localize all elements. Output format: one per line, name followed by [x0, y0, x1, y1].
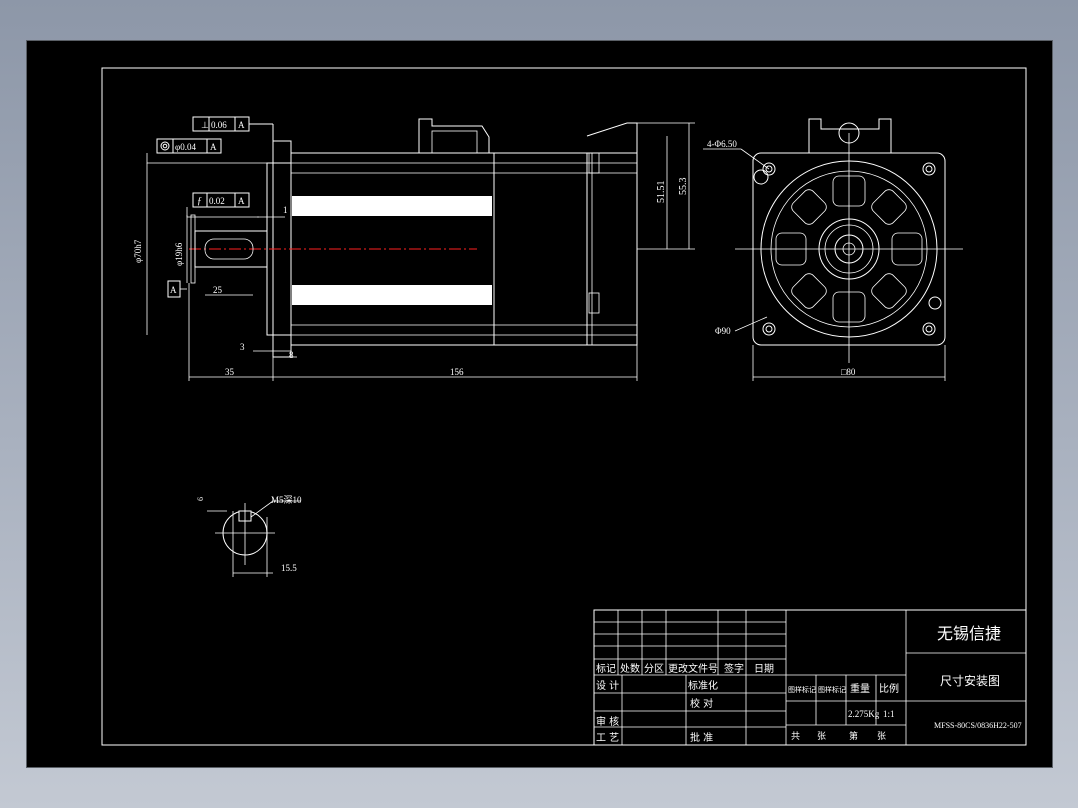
svg-text:签字: 签字: [724, 662, 744, 675]
drawing-sheet: ⊥ 0.06 A φ0.04 A ƒ 0.02 A φ70h7: [101, 67, 1027, 746]
svg-text:1: 1: [283, 205, 288, 215]
svg-text:第: 第: [849, 730, 858, 742]
svg-text:□80: □80: [841, 367, 856, 377]
svg-text:25: 25: [213, 285, 223, 295]
svg-text:φ70h7: φ70h7: [133, 239, 143, 263]
svg-text:15.5: 15.5: [281, 563, 297, 573]
perpendicularity-frame: ⊥ 0.06 A: [192, 116, 274, 141]
svg-text:3: 3: [240, 342, 245, 352]
svg-text:4-Φ6.50: 4-Φ6.50: [707, 139, 737, 149]
svg-text:156: 156: [450, 367, 464, 377]
drawing-title: 尺寸安装图: [940, 673, 1000, 688]
part-number: MFSS-80CS/0836H22-507: [934, 721, 1022, 730]
svg-text:标记: 标记: [596, 663, 616, 675]
svg-text:重量: 重量: [850, 682, 870, 695]
svg-text:φ0.04: φ0.04: [175, 142, 196, 152]
svg-text:0.02: 0.02: [209, 196, 225, 206]
svg-text:ƒ: ƒ: [197, 196, 202, 207]
concentricity-frame: φ0.04 A: [146, 138, 267, 164]
svg-text:M5深10: M5深10: [271, 495, 302, 505]
svg-text:比例: 比例: [879, 682, 899, 695]
svg-text:批 准: 批 准: [690, 731, 713, 744]
front-view: 4-Φ6.50 Φ90 □80: [703, 118, 963, 381]
company-name: 无锡信捷: [937, 624, 1001, 643]
svg-text:分区: 分区: [644, 663, 664, 675]
svg-text:⊥: ⊥: [201, 120, 209, 130]
svg-text:51.51: 51.51: [656, 181, 667, 204]
svg-text:A: A: [238, 120, 245, 130]
drawing-border: [101, 67, 1027, 746]
svg-text:A: A: [238, 196, 245, 206]
svg-text:张: 张: [877, 731, 886, 742]
side-view: ⊥ 0.06 A φ0.04 A ƒ 0.02 A φ70h7: [133, 116, 695, 381]
svg-text:设 计: 设 计: [596, 679, 619, 692]
svg-text:更改文件号: 更改文件号: [668, 662, 718, 675]
svg-text:日期: 日期: [754, 663, 774, 675]
svg-text:6: 6: [196, 497, 205, 501]
svg-text:校 对: 校 对: [690, 697, 713, 710]
svg-text:图样标记: 图样标记: [788, 685, 816, 694]
svg-text:8: 8: [289, 350, 294, 360]
svg-text:审 核: 审 核: [596, 715, 619, 728]
shaft-section-view: 15.5 M5深10 6: [196, 495, 302, 577]
svg-text:张: 张: [817, 731, 826, 742]
title-block: 标记 处数 分区 更改文件号 签字 日期 设 计 标准化 校 对 审 核 工 艺…: [593, 609, 1027, 746]
svg-text:图样标记: 图样标记: [818, 685, 846, 694]
svg-text:共: 共: [791, 731, 800, 742]
cad-viewport[interactable]: ⊥ 0.06 A φ0.04 A ƒ 0.02 A φ70h7: [26, 40, 1053, 768]
svg-text:1:1: 1:1: [883, 709, 895, 719]
perp-value: 0.06: [211, 120, 227, 130]
svg-text:标准化: 标准化: [688, 679, 718, 692]
runout-frame: ƒ 0.02 A: [186, 192, 259, 218]
svg-text:A: A: [210, 142, 217, 152]
svg-text:处数: 处数: [620, 662, 640, 675]
svg-text:A: A: [170, 285, 177, 295]
svg-text:φ19h6: φ19h6: [174, 242, 184, 266]
svg-text:Φ90: Φ90: [715, 326, 731, 336]
svg-text:55.3: 55.3: [678, 178, 689, 196]
svg-text:35: 35: [225, 367, 235, 377]
svg-text:工 艺: 工 艺: [596, 732, 619, 744]
svg-text:2.275Kg: 2.275Kg: [848, 709, 880, 719]
